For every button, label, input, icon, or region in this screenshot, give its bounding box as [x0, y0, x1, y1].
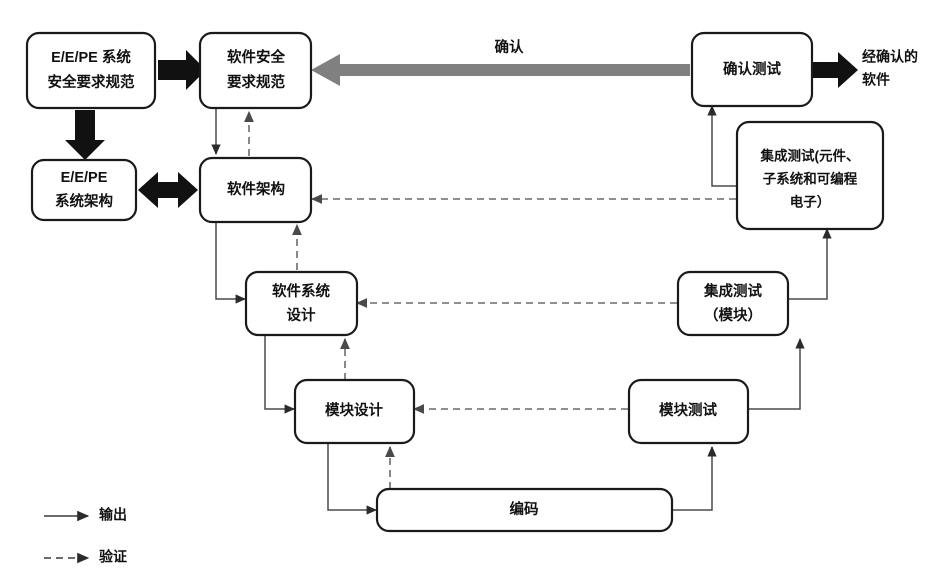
node-software-safety-requirements-line1: 软件安全	[227, 48, 285, 66]
node-integration-test-module-line1: 集成测试	[703, 282, 762, 300]
node-software-safety-requirements-line2: 要求规范	[227, 73, 285, 91]
node-eepe-safety-requirements-line1: E/E/PE 系统	[51, 48, 131, 66]
node-software-system-design-line1: 软件系统	[272, 282, 330, 300]
validated-software-caption-line1: 经确认的	[862, 49, 918, 65]
legend-item-output-label: 输出	[99, 507, 127, 523]
validated-software-caption-line2: 软件	[862, 72, 890, 88]
flow-moduledesign-to-coding	[327, 443, 378, 515]
legend-item-verification-label: 验证	[99, 549, 127, 565]
node-integration-test-system-line1: 集成测试(元件、	[760, 148, 860, 164]
node-software-system-design-line2: 设计	[287, 306, 316, 324]
node-validation-test[interactable]: 确认测试	[690, 31, 814, 108]
node-eepe-safety-requirements[interactable]: E/E/PE 系统 安全要求规范	[25, 31, 157, 110]
node-integration-test-system-line3: 电子）	[790, 194, 831, 210]
node-module-design-label: 模块设计	[325, 401, 383, 419]
node-software-safety-requirements[interactable]: 软件安全 要求规范	[198, 31, 313, 110]
node-module-test-label: 模块测试	[659, 401, 717, 419]
legend: 输出 验证	[44, 507, 127, 565]
thick-arrow-eepe-arch-to-swarch	[138, 172, 198, 208]
flow-moduletest-to-integrationtest-module	[748, 337, 805, 410]
thick-arrow-eepe-req-to-arch	[65, 110, 105, 160]
flow-swarch-to-sysdesign	[215, 221, 247, 304]
validation-arrow-caption: 确认	[495, 38, 524, 56]
node-integration-test-system-line2: 子系统和可编程	[763, 171, 858, 187]
node-software-architecture[interactable]: 软件架构	[198, 156, 313, 224]
node-software-system-design[interactable]: 软件系统 设计	[244, 270, 359, 337]
flow-integrationtest-module-to-system	[788, 227, 832, 300]
node-coding-label: 编码	[510, 500, 539, 518]
thick-arrow-validationtest-to-validated-software	[812, 52, 858, 88]
flow-coding-to-moduletest	[672, 445, 717, 511]
node-module-test[interactable]: 模块测试	[627, 378, 750, 445]
node-validation-test-label: 确认测试	[723, 60, 781, 78]
thick-arrow-eepe-to-swreq	[158, 50, 206, 90]
node-eepe-system-architecture-line1: E/E/PE	[61, 170, 108, 186]
node-integration-test-module[interactable]: 集成测试 （模块）	[676, 270, 790, 337]
node-module-design[interactable]: 模块设计	[293, 378, 416, 445]
node-eepe-system-architecture[interactable]: E/E/PE 系统架构	[30, 158, 138, 222]
node-coding[interactable]: 编码	[375, 487, 674, 533]
node-eepe-safety-requirements-line2: 安全要求规范	[48, 73, 135, 91]
flow-integrationtest-system-to-validationtest	[707, 104, 736, 187]
node-integration-test-module-line2: （模块）	[704, 306, 762, 324]
legend-item-output: 输出	[44, 507, 127, 523]
node-integration-test-system[interactable]: 集成测试(元件、 子系统和可编程 电子）	[735, 120, 885, 231]
gray-arrow-validation	[311, 54, 690, 86]
node-software-architecture-label: 软件架构	[227, 180, 285, 198]
legend-item-verification: 验证	[44, 549, 127, 565]
flow-sysdesign-to-moduledesign	[264, 335, 296, 414]
node-eepe-system-architecture-line2: 系统架构	[55, 192, 113, 210]
